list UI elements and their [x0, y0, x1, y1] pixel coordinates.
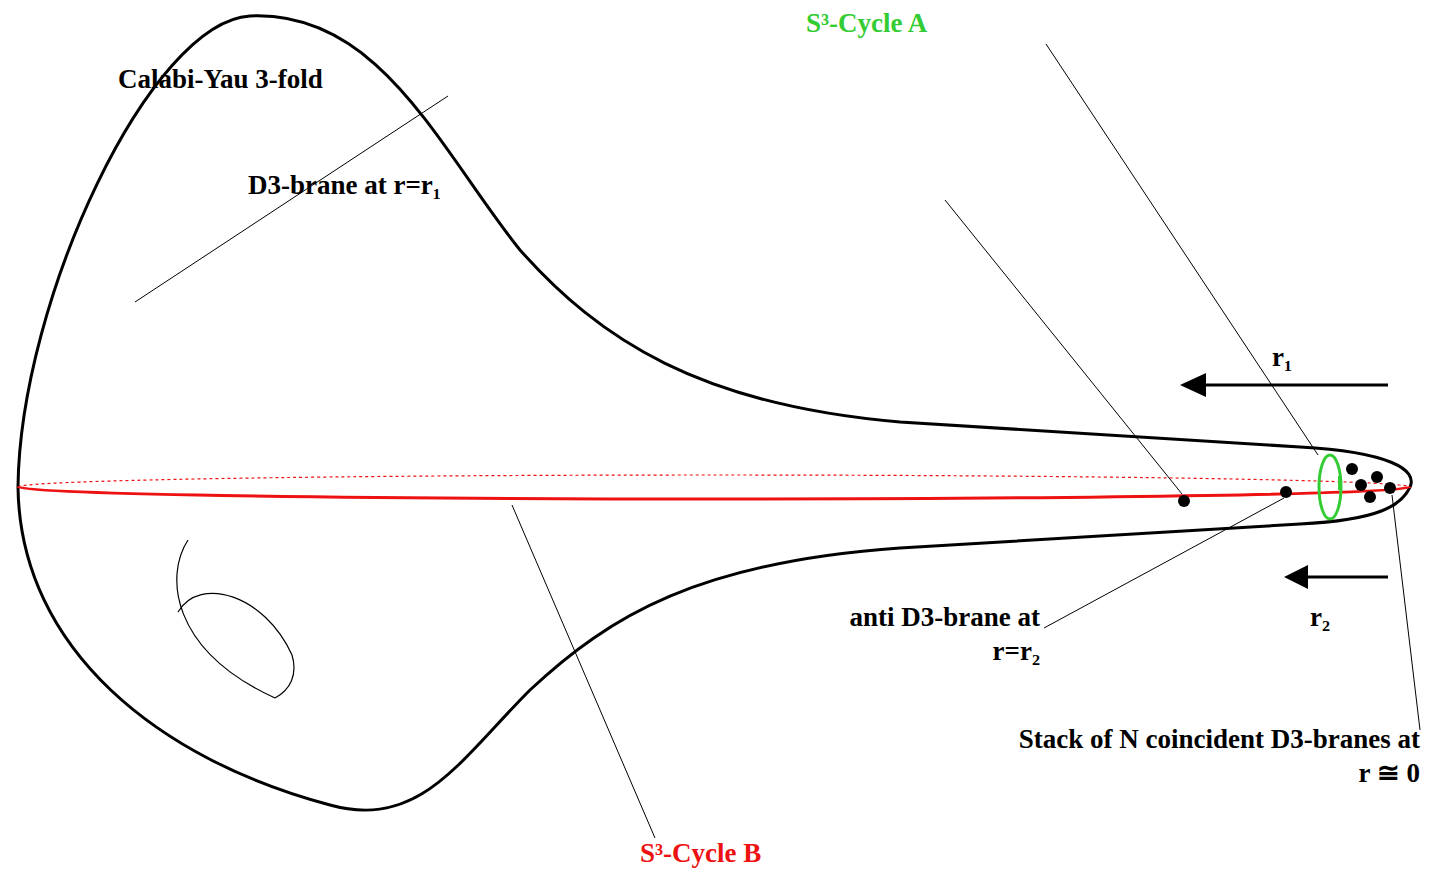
d3-brane-dot	[1178, 495, 1190, 507]
stack-dot	[1364, 491, 1376, 503]
cycle-a	[1319, 455, 1341, 519]
manifold-outline	[18, 16, 1411, 810]
cycle-a-label: S³-Cycle A	[806, 6, 927, 40]
stack-label: Stack of N coincident D3-branes at r ≅ 0	[1018, 722, 1420, 790]
radius-label: r₁	[1272, 340, 1292, 374]
leader-line	[135, 96, 448, 302]
cycle-b-label: S³-Cycle B	[640, 836, 761, 870]
r1-arrow	[1200, 384, 1388, 387]
leader-line	[1392, 495, 1420, 730]
stack-dot	[1384, 482, 1396, 494]
brane-label: D3-brane at r=r₁	[248, 168, 441, 202]
cycle-b-back	[18, 475, 1410, 487]
cycle-b-front	[18, 487, 1410, 499]
anti-d3-brane-dot	[1280, 486, 1292, 498]
radius-label: r₂	[1310, 600, 1330, 634]
anti-brane-label: anti D3-brane at r=r₂	[842, 600, 1040, 668]
handle-hole	[178, 593, 294, 698]
manifold-label: Calabi-Yau 3-fold	[118, 62, 323, 96]
leader-line	[1044, 498, 1284, 628]
cycle-a-tick	[1338, 476, 1340, 490]
stack-dot	[1371, 471, 1383, 483]
leader-line	[945, 200, 1182, 494]
r2-arrowhead	[1284, 565, 1308, 589]
handle-hole	[177, 540, 275, 698]
leader-line	[1046, 44, 1318, 455]
r2-arrow	[1302, 576, 1388, 579]
leader-line	[512, 505, 655, 838]
r1-arrowhead	[1180, 373, 1206, 397]
stack-dot	[1355, 479, 1367, 491]
stack-dot	[1346, 463, 1358, 475]
